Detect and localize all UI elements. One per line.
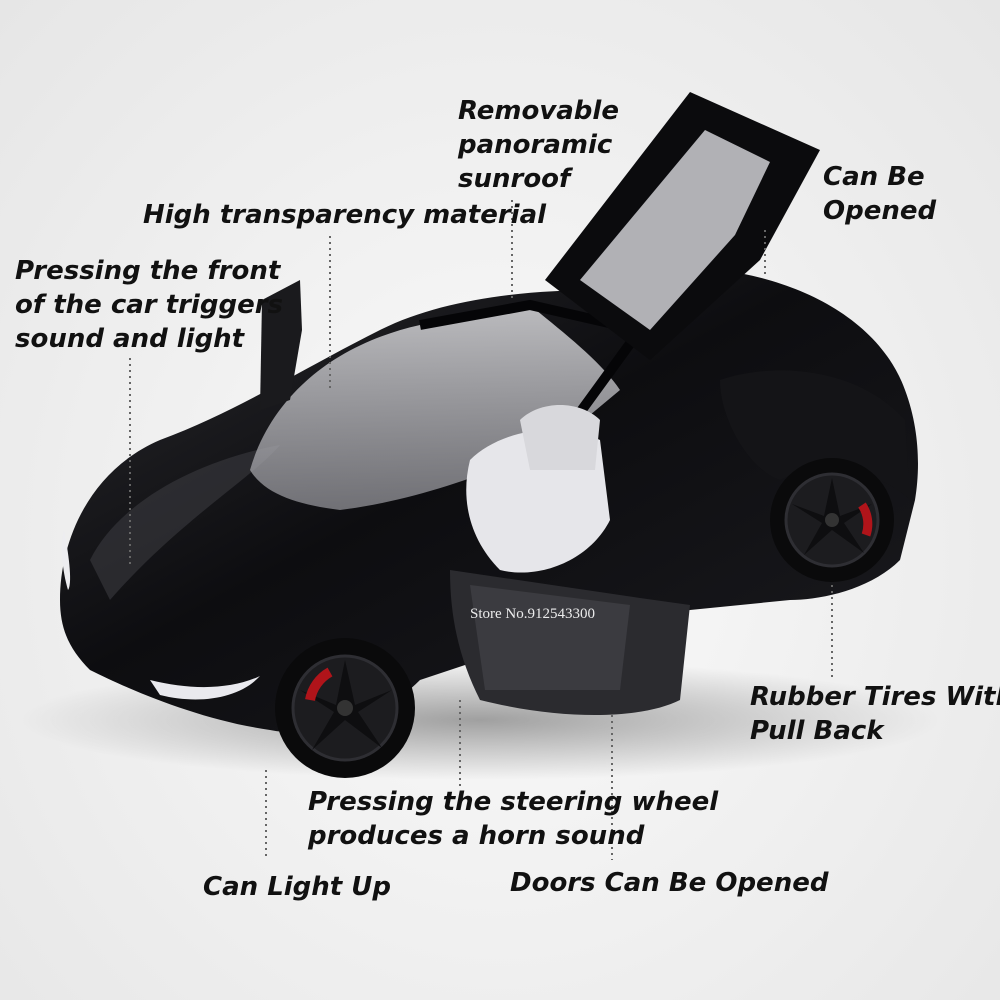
fog-light <box>61 530 71 590</box>
label-opened-line2: Opened <box>823 196 937 226</box>
label-steering: Pressing the steering wheel produces a h… <box>308 785 718 853</box>
label-front-line3: sound and light <box>15 324 245 354</box>
label-transparency: High transparency material <box>143 200 547 230</box>
front-wheel <box>275 638 415 778</box>
label-sunroof-line3: sunroof <box>458 164 571 194</box>
label-opened-line1: Can Be <box>823 162 925 192</box>
label-front-press: Pressing the front of the car triggers s… <box>15 254 283 356</box>
interior-seat-2 <box>520 405 600 470</box>
label-sunroof-line1: Removable <box>458 96 619 126</box>
store-watermark: Store No.912543300 <box>470 606 595 622</box>
left-open-door <box>260 280 302 410</box>
hood-reflection <box>90 445 280 600</box>
label-front-line1: Pressing the front <box>15 256 281 286</box>
windshield-glass <box>250 305 620 510</box>
open-side-door-inner <box>470 585 630 690</box>
label-light-up: Can Light Up <box>203 872 391 902</box>
rear-wheel <box>770 458 894 582</box>
label-tires: Rubber Tires With Pull Back <box>750 680 1000 748</box>
label-front-line2: of the car triggers <box>15 290 283 320</box>
label-sunroof-line2: panoramic <box>458 130 613 160</box>
headlight <box>150 676 260 700</box>
gull-wing-door-glass <box>580 130 770 330</box>
label-doors: Doors Can Be Opened <box>510 868 829 898</box>
label-tires-line1: Rubber Tires With <box>750 682 1000 712</box>
label-can-be-opened: Can Be Opened <box>823 160 936 228</box>
roof-frame <box>419 299 649 443</box>
label-steering-line2: produces a horn sound <box>308 821 645 851</box>
label-sunroof: Removable panoramic sunroof <box>458 94 619 196</box>
label-steering-line1: Pressing the steering wheel <box>308 787 719 817</box>
label-tires-line2: Pull Back <box>750 716 884 746</box>
